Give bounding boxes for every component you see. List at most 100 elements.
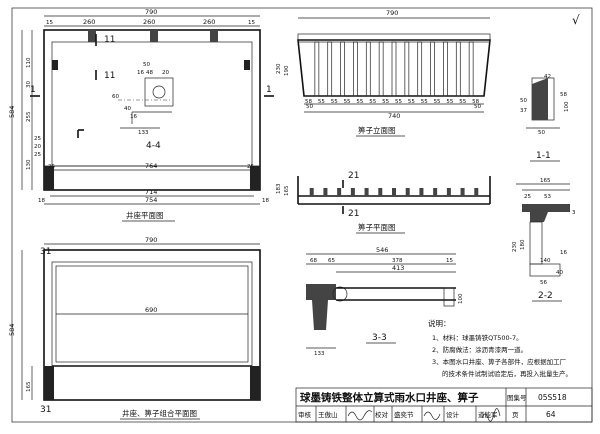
grate-plan-rib [309, 188, 314, 196]
grate-plan-rib [419, 188, 424, 196]
note-3-cont: 的技术条件试制试验定后，再投入批量生产。 [442, 369, 572, 378]
dim-left-20: 20 [34, 144, 41, 150]
grate-bar [365, 41, 371, 97]
sec22-dim-230: 230 [512, 241, 518, 252]
note-1: 1、材料：球墨铸铁QT500-7。 [432, 333, 523, 342]
grate-plan-rib [350, 188, 355, 196]
sec11-dim-50: 50 [538, 130, 545, 136]
page-number: 64 [546, 410, 556, 419]
grate-bar [340, 41, 345, 97]
grate-spacing-label: 55 [356, 99, 363, 105]
grate-plan-dim-183: 183 [276, 183, 282, 194]
sec22-dim-53: 53 [544, 194, 551, 200]
grate-spacing-label: 55 [331, 99, 338, 105]
grate-spacing-label: 55 [382, 99, 389, 105]
grate-plan-dim-165: 165 [284, 185, 290, 196]
section-2-2-label: 2-2 [538, 291, 553, 301]
detail-dim-20: 20 [162, 70, 169, 76]
combo-plan-view: 790 690 31 31 584 165 井座、箅子组合平面图 [8, 236, 261, 420]
dim-left-25a: 25 [34, 136, 41, 142]
checker-signature [423, 411, 441, 420]
title-block: 球墨铸铁整体立算式雨水口井座、箅子 图集号 05S518 审核 王傲山 校对 盛… [295, 387, 593, 423]
review-label: 审核 [298, 410, 312, 419]
dim-bottom-25b: 25 [247, 164, 254, 170]
section-1-1: 42 50 58 100 37 50 1-1 [520, 74, 570, 162]
grate-plan-mark-top: 21 [348, 171, 359, 181]
combo-dim-690: 690 [145, 306, 157, 314]
grate-dim-190: 190 [284, 65, 290, 76]
sec22-dim-165: 165 [540, 178, 551, 184]
grate-plan-rib [378, 188, 383, 196]
check-label: 校对 [375, 410, 389, 419]
combo-outer-frame [43, 249, 261, 401]
grate-spacing-label: 55 [408, 99, 415, 105]
grate-spacing-label: 55 [344, 99, 351, 105]
section-mark-1-left: 1 [30, 85, 36, 95]
grate-bar [327, 41, 333, 97]
grate-plan-rib [405, 188, 410, 196]
dim-bottom-18b: 18 [262, 198, 269, 204]
detail-dim-60: 60 [112, 94, 119, 100]
detail-dim-40: 40 [124, 106, 131, 112]
sec22-dim-180: 180 [520, 239, 526, 250]
detail-dim-50: 50 [143, 62, 150, 68]
sec11-dim-37: 37 [520, 108, 527, 114]
grate-bar [378, 41, 384, 97]
sec22-dim-140: 140 [540, 258, 551, 264]
atlas-number: 05S518 [538, 393, 567, 402]
designer-name: 道能军 [478, 410, 498, 419]
dim-top-b: 260 [83, 18, 95, 26]
sec33-dim-378: 378 [392, 258, 403, 264]
sec22-dim-25: 25 [524, 194, 531, 200]
grate-dim-230: 230 [276, 63, 282, 74]
dim-left-25b: 25 [34, 152, 41, 158]
combo-plan-title: 井座、箅子组合平面图 [122, 408, 197, 418]
note-3: 3、本图水口井座、箅子各部件，应根据加工厂 [432, 357, 567, 366]
grate-spacing-label: 55 [369, 99, 376, 105]
combo-mark-bottom: 31 [40, 405, 51, 415]
seat-plan-title: 井座平面图 [126, 210, 164, 220]
notes-block: 说明： 1、材料：球墨铸铁QT500-7。 2、防腐做法：涂沥青漆两一道。 3、… [428, 318, 572, 378]
grate-spacing-label: 58 [305, 99, 312, 105]
grate-bar [314, 41, 320, 97]
sec33-dim-546: 546 [376, 246, 388, 254]
combo-dim-584: 584 [8, 324, 16, 336]
grate-dim-790: 790 [386, 9, 398, 17]
dim-bottom-25a: 25 [48, 164, 55, 170]
grate-bar [443, 41, 448, 97]
combo-dim-165: 165 [26, 381, 32, 392]
grate-plan-rib [433, 188, 438, 196]
grate-spacing-label: 55 [446, 99, 453, 105]
section-mark-11-bottom: 11 [104, 71, 115, 81]
grate-bar [404, 41, 410, 97]
section-1-1-label: 1-1 [536, 151, 551, 161]
section-mark-11-top: 11 [104, 35, 115, 45]
grate-dim-50b: 50 [474, 104, 481, 110]
grate-elevation-title: 箅子立面图 [358, 125, 396, 135]
dim-top-d: 260 [203, 18, 215, 26]
section-3-3-label: 3-3 [372, 333, 387, 343]
sec11-dim-100: 100 [564, 101, 570, 112]
grate-dim-740: 740 [388, 112, 400, 120]
grate-bar [455, 41, 461, 97]
page-label: 页 [512, 411, 519, 419]
section-2-2: 165 25 53 230 180 3 16 40 140 56 2-2 [512, 178, 576, 302]
section-label-4-4: 4-4 [146, 141, 161, 151]
grate-plan-title: 箅子平面图 [358, 222, 396, 232]
sec22-dim-40: 40 [556, 270, 563, 276]
grate-dim-50a: 50 [306, 104, 313, 110]
sec22-dim-16: 16 [560, 250, 567, 256]
dim-top-c: 260 [143, 18, 155, 26]
grate-bar [391, 41, 397, 97]
detail-dim-16b: 16 [130, 114, 137, 120]
dim-bottom-714: 714 [145, 188, 157, 196]
sec33-dim-65: 65 [328, 258, 335, 264]
grate-spacing-label: 55 [395, 99, 402, 105]
dim-top-e: 15 [248, 20, 255, 26]
dim-bottom-18a: 18 [38, 198, 45, 204]
grate-spacing-label: 55 [318, 99, 325, 105]
grate-plan-rib [460, 188, 465, 196]
